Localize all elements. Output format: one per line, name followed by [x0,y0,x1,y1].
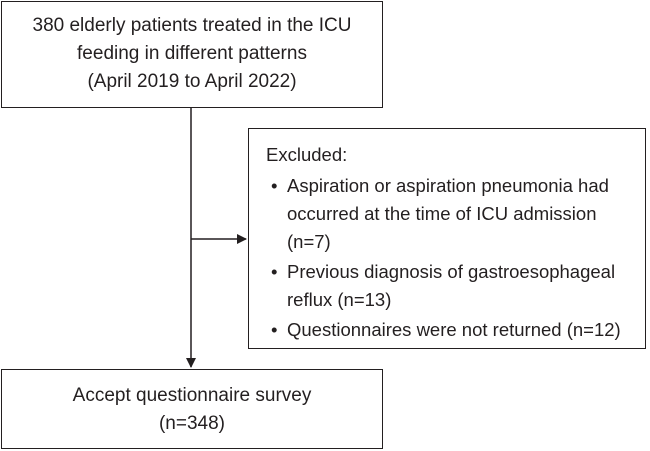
exclusion-item-text: Questionnaires were not returned (n=12) [287,319,621,340]
exclusion-item: • Previous diagnosis of gastroesophageal… [266,258,637,314]
exclusion-list: • Aspiration or aspiration pneumonia had… [266,172,637,344]
enrolled-patients-box: 380 elderly patients treated in the ICU … [1,1,383,108]
bullet-icon: • [271,319,278,340]
excluded-box: Excluded: • Aspiration or aspiration pne… [248,128,646,349]
exclusion-item-text: Aspiration or aspiration pneumonia had o… [287,175,609,252]
bullet-icon: • [271,261,278,282]
enrolled-line-3: (April 2019 to April 2022) [87,71,297,92]
exclusion-item-text: Previous diagnosis of gastroesophageal r… [287,261,616,310]
enrolled-line-2: feeding in different patterns [77,43,307,64]
survey-line-2: (n=348) [158,413,226,434]
enrolled-line-1: 380 elderly patients treated in the ICU [32,15,352,36]
excluded-heading: Excluded: [266,144,348,165]
survey-box: Accept questionnaire survey (n=348) [1,369,383,449]
exclusion-item: • Aspiration or aspiration pneumonia had… [266,172,637,256]
exclusion-item: • Questionnaires were not returned (n=12… [266,316,637,344]
survey-line-1: Accept questionnaire survey [72,385,312,406]
bullet-icon: • [271,175,278,196]
